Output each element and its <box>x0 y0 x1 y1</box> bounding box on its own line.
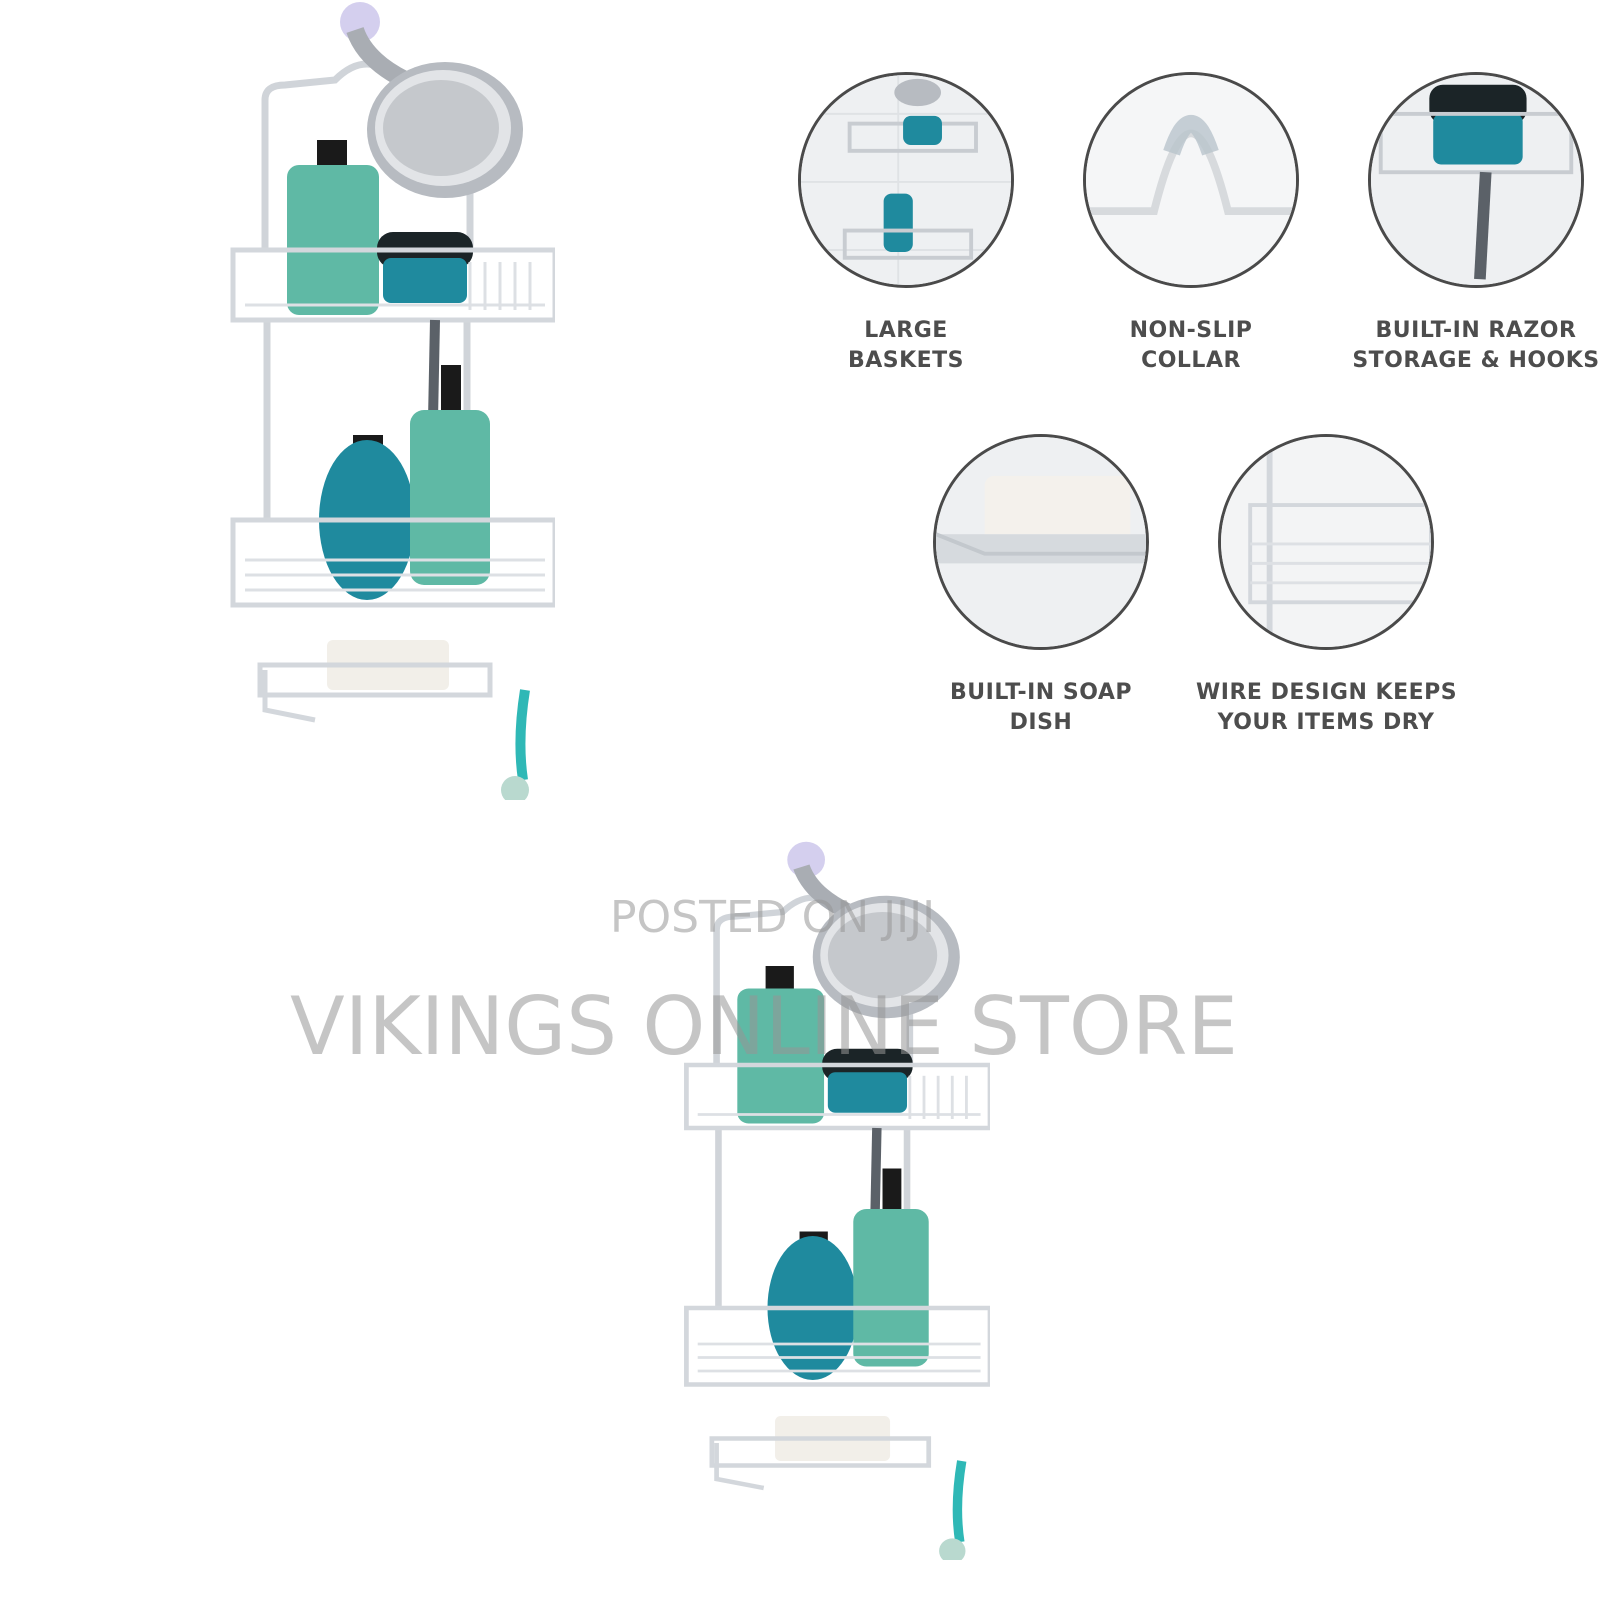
shower-caddy-illustration <box>230 2 555 800</box>
large-baskets-photo <box>798 72 1014 288</box>
feature-label-large-baskets: LARGE BASKETS <box>847 318 965 373</box>
product-photo-bottom <box>660 840 990 1560</box>
razor-storage-photo <box>1368 72 1584 288</box>
shower-caddy-illustration <box>684 841 990 1560</box>
non-slip-collar-photo <box>1083 72 1299 288</box>
wire-design-photo <box>1218 434 1434 650</box>
feature-label-soap-dish: BUILT-IN SOAP DISH <box>950 680 1132 735</box>
watermark-posted-on: POSTED ON JIJI <box>610 892 936 943</box>
watermark-store-name: VIKINGS ONLINE STORE <box>290 980 1238 1073</box>
product-photo-top <box>205 0 555 800</box>
feature-label-razor-storage: BUILT-IN RAZOR STORAGE & HOOKS <box>1352 318 1600 373</box>
feature-label-wire-design: WIRE DESIGN KEEPS YOUR ITEMS DRY <box>1196 680 1458 735</box>
soap-dish-photo <box>933 434 1149 650</box>
feature-label-non-slip-collar: NON-SLIP COLLAR <box>1129 318 1253 373</box>
